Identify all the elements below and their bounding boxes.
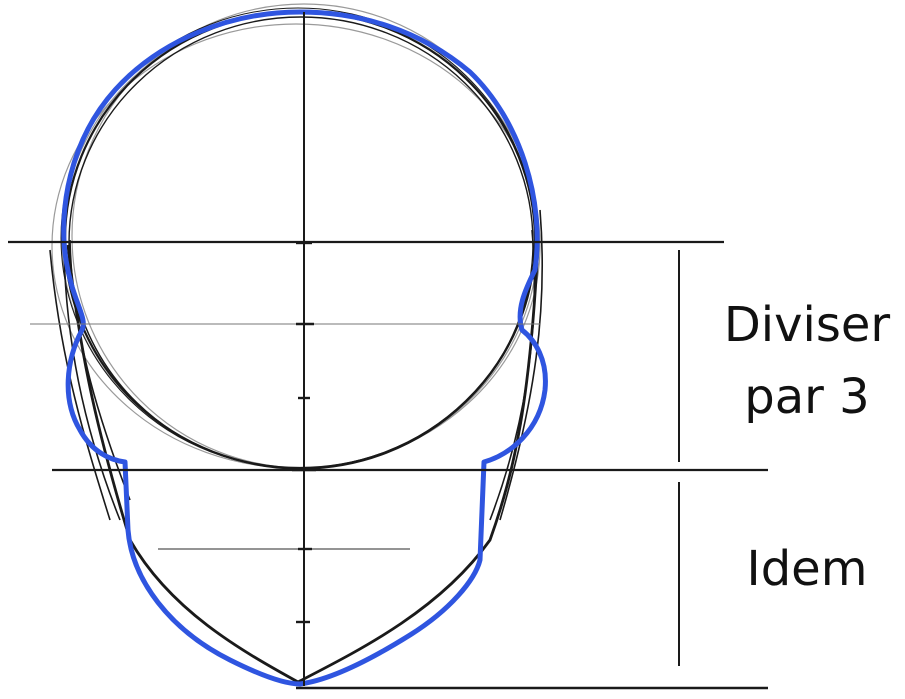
idem-label: Idem	[712, 540, 902, 598]
horizontal-guides	[8, 242, 768, 688]
cranium-circle	[61, 8, 535, 469]
divide-label-line-2: par 3	[712, 368, 902, 426]
cranium-stroke-1	[65, 12, 535, 468]
divide-label-line-1: Diviser	[712, 296, 902, 354]
construction-circles	[52, 4, 540, 468]
